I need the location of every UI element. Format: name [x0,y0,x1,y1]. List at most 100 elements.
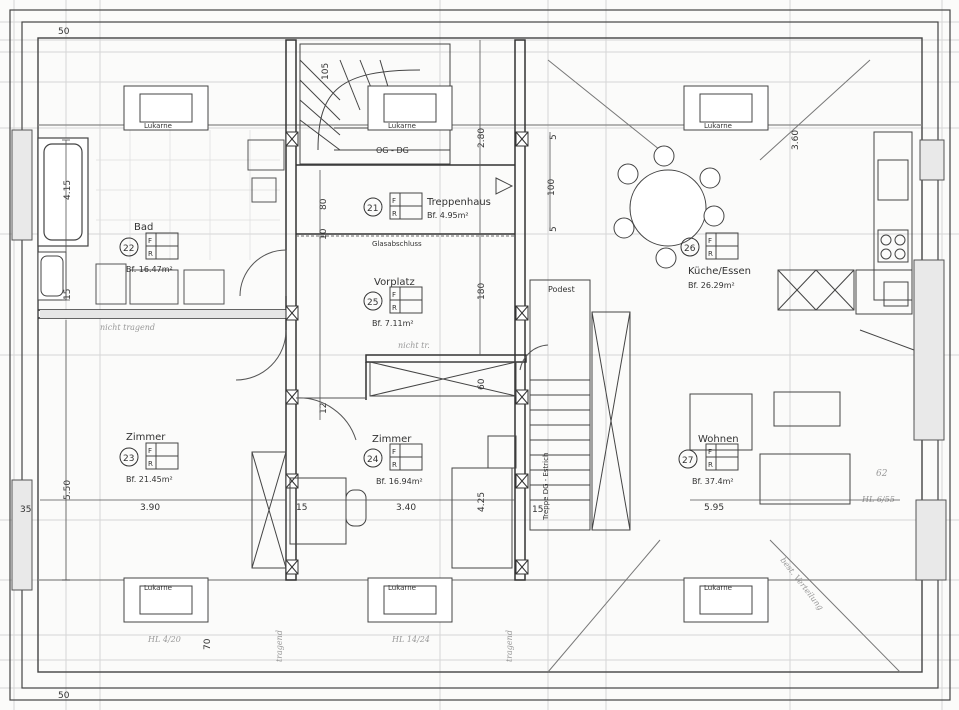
dim-15-left: 15 [63,289,73,300]
label-og-dg: OG - DG [376,146,409,155]
left-wall-stone [11,129,33,241]
dim-4-15: 4.15 [63,180,73,200]
furniture-24 [451,435,517,569]
left-wall-stone-2 [11,479,33,591]
room-25-flag-f: F [392,291,396,299]
room-22-flag-r: R [148,250,153,258]
room-24: Zimmer 24 F R Bf. 16.94m² 3.40 [363,434,423,513]
label-hl-left: HL 4/20 [147,635,181,644]
room-27-area: Bf. 37.4m² [692,477,734,486]
room-26-number: 26 [684,244,696,254]
room-23-number: 23 [123,454,134,464]
room-24-area: Bf. 16.94m² [376,477,423,486]
room-23: Zimmer 23 F R Bf. 21.45m² 3.90 [119,432,179,513]
bath-cabinets [95,263,225,305]
label-podest: Podest [548,285,575,294]
dim-62: 62 [876,469,888,479]
label-glasabschluss: Glasabschluss [372,240,422,248]
attic-stair [529,279,631,531]
dim-35: 35 [20,505,31,515]
dim-5-50: 5.50 [63,480,73,500]
dormer-label-2: Lukarne [388,122,416,130]
room-25-name: Vorplatz [374,277,415,288]
room-23-flag-r: R [148,460,153,468]
room-22-area: Bf. 16.47m² [126,265,173,274]
room-25-area: Bf. 7.11m² [372,319,414,328]
room-23-flag-f: F [148,447,152,455]
room-26-name: Küche/Essen [688,266,751,277]
room-26-flag-f: F [708,237,712,245]
dim-5-top: 5 [549,134,559,140]
dim-15-right: 15 [532,505,543,515]
room-22: Bad 22 F R Bf. 16.47m² [119,222,179,274]
room-22-flag-f: F [148,237,152,245]
roof-lines [547,59,901,673]
room-21-name: Treppenhaus [426,197,491,208]
dining-table [613,145,725,269]
room-25-number: 25 [367,298,378,308]
column-markers [285,131,529,575]
room-27-number: 27 [682,456,693,466]
room-26-area: Bf. 26.29m² [688,281,735,290]
door-swings [235,249,549,441]
shower-tray [247,139,285,171]
room-27-width: 5.95 [704,503,724,513]
dormers [123,85,769,623]
room-26: 26 F R Küche/Essen Bf. 26.29m² [680,232,751,290]
room-21-area: Bf. 4.95m² [427,211,469,220]
label-nicht-tragend: nicht tragend [100,323,155,332]
room-23-name: Zimmer [126,432,166,443]
dim-5-bottom: 5 [549,226,559,232]
dim-180: 180 [477,283,487,300]
room-27-flag-f: F [708,448,712,456]
room-24-number: 24 [367,455,379,465]
dim-70: 70 [203,638,213,650]
label-treppe: Treppe DG - Estrich [542,453,550,521]
room-21-flag-f: F [392,197,396,205]
living-furniture [689,329,915,505]
sink [251,177,277,203]
label-tragend-right: tragend [505,630,514,662]
room-27-name: Wohnen [698,434,739,445]
dim-10: 10 [319,228,329,240]
room-23-area: Bf. 21.45m² [126,475,173,484]
room-24-width: 3.40 [396,503,416,513]
dim-15-mid: 15 [296,503,307,513]
label-tragend-left: tragend [275,630,284,662]
dim-105: 105 [321,63,331,80]
dim-100: 100 [547,179,557,196]
room-27-flag-r: R [708,461,713,469]
room-27: Wohnen 27 F R Bf. 37.4m² 5.95 [678,434,739,513]
room-24-name: Zimmer [372,434,412,445]
dim-50-top: 50 [58,27,70,37]
toilet [37,251,67,301]
room-24-flag-f: F [392,448,396,456]
wardrobe-23 [251,451,367,569]
kitchen-counter [777,131,913,315]
dim-12: 12 [319,403,329,414]
dim-60: 60 [477,378,487,390]
dim-50-bottom: 50 [58,691,70,701]
room-21: 21 F R Treppenhaus Bf. 4.95m² [363,192,491,220]
room-25: Vorplatz 25 F R Bf. 7.11m² [363,277,423,328]
room-21-number: 21 [367,204,378,214]
dormer-label-4: Lukarne [144,584,172,592]
dim-80: 80 [319,198,329,210]
label-hl-mid: HL 14/24 [391,635,430,644]
dormer-label-6: Lukarne [704,584,732,592]
dim-3-60: 3.60 [791,130,801,150]
dim-4-25: 4.25 [477,492,487,512]
label-nicht-tr: nicht tr. [398,341,430,350]
label-best-verteilung: best. Verteilung [778,556,825,612]
bathtub [37,137,89,247]
room-24-flag-r: R [392,461,397,469]
room-25-flag-r: R [392,304,397,312]
dimension-lines [40,40,900,581]
room-23-width: 3.90 [140,503,160,513]
dormer-label-3: Lukarne [704,122,732,130]
room-22-name: Bad [134,222,153,233]
dim-2-80: 2.80 [477,128,487,148]
room-22-number: 22 [123,244,134,254]
